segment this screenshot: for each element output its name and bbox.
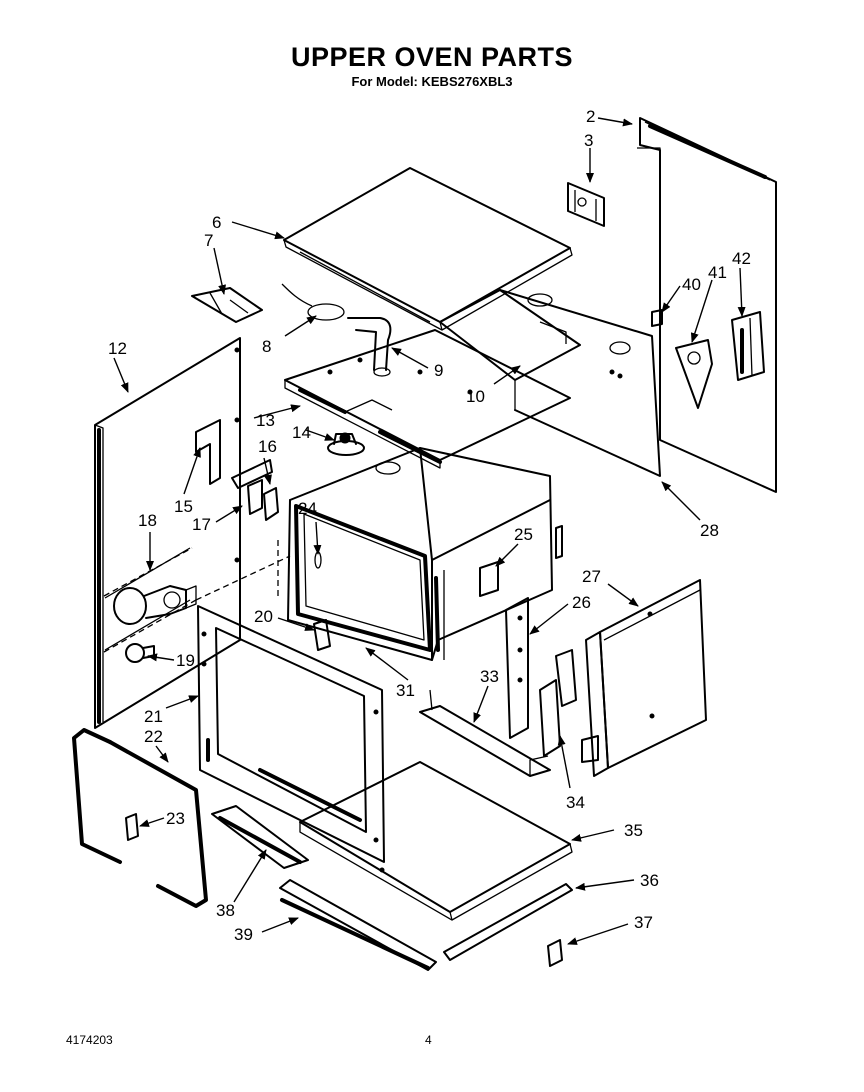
- part-38-duct: [439, 289, 661, 477]
- callout-19: 35: [624, 821, 643, 840]
- part-34-rail: [279, 879, 437, 971]
- part-28-hinge: [539, 649, 577, 757]
- callout-17: 15: [174, 497, 193, 516]
- part-3-rear-panel: [637, 117, 777, 493]
- part-25-door-panel: [581, 579, 707, 777]
- part-21-clip: [547, 939, 563, 967]
- part-24-hinge-bracket: [505, 597, 529, 739]
- callout-42: 42: [732, 249, 751, 268]
- callout-41: 41: [708, 263, 727, 282]
- callout-pointers: [113, 117, 746, 945]
- callout-labels: 2 3 6 7 8 9 10 12 13 14 15 16 17 18 19 2…: [108, 107, 751, 944]
- callout-22: 33: [480, 667, 499, 686]
- callout-39: 40: [682, 275, 701, 294]
- callout-8: 12: [108, 339, 127, 358]
- callout-26: 28: [700, 521, 719, 540]
- callout-20: 36: [640, 871, 659, 890]
- part-8-side-panel: [94, 337, 241, 729]
- callout-28: 34: [566, 793, 585, 812]
- part-9-thermostat: [327, 432, 365, 456]
- callout-3: 2: [586, 107, 595, 126]
- model-subtitle: For Model: KEBS276XBL3: [351, 74, 513, 89]
- callout-37: 7: [204, 231, 213, 250]
- callout-15: 22: [144, 727, 163, 746]
- part-17-bracket: [195, 419, 221, 485]
- callout-12: 19: [176, 651, 195, 670]
- callout-21: 37: [634, 913, 653, 932]
- part-39-screw: [651, 309, 663, 327]
- part-42-latch: [731, 311, 765, 381]
- part-36-sensor-tube: [281, 283, 392, 377]
- part-41-gasket: [675, 339, 713, 409]
- callout-14: 21: [144, 707, 163, 726]
- part-12-bulb: [125, 643, 155, 663]
- callout-7: 13: [256, 411, 275, 430]
- callout-36: 8: [262, 337, 271, 356]
- callout-38: 10: [466, 387, 485, 406]
- part-15-gasket: [72, 728, 208, 908]
- part-22-rail: [419, 689, 551, 777]
- part-20-rail: [443, 883, 573, 961]
- part-14-door-frame: [197, 605, 385, 863]
- callout-10: 18: [138, 511, 157, 530]
- callout-35: 9: [434, 361, 443, 380]
- callout-31: 17: [192, 515, 211, 534]
- callout-23: 25: [514, 525, 533, 544]
- part-23-plate: [479, 561, 499, 597]
- part-19-bottom-panel: [299, 761, 573, 921]
- part-13-clip: [313, 619, 331, 651]
- part-2-bracket: [567, 182, 605, 227]
- part-10-light-socket: [103, 547, 197, 653]
- page-number: 4: [425, 1033, 432, 1047]
- part-18-switch: [231, 459, 279, 521]
- callout-40: 24: [298, 499, 317, 518]
- callout-25: 27: [582, 567, 601, 586]
- part-6-top-panel: [283, 167, 573, 331]
- callout-13: 20: [254, 607, 273, 626]
- callout-24: 26: [572, 593, 591, 612]
- part-16-clip: [125, 813, 139, 841]
- callout-9: 14: [292, 423, 311, 442]
- callout-6: 6: [212, 213, 221, 232]
- page-title: UPPER OVEN PARTS: [290, 42, 574, 72]
- document-number: 4174203: [66, 1033, 113, 1047]
- part-37-clip: [191, 287, 263, 323]
- callout-27: 31: [396, 681, 415, 700]
- callout-34: 39: [234, 925, 253, 944]
- callout-2: 3: [584, 131, 593, 150]
- callout-18: 16: [258, 437, 277, 456]
- callout-33: 38: [216, 901, 235, 920]
- part-7-top-cover: [284, 329, 571, 469]
- callout-16: 23: [166, 809, 185, 828]
